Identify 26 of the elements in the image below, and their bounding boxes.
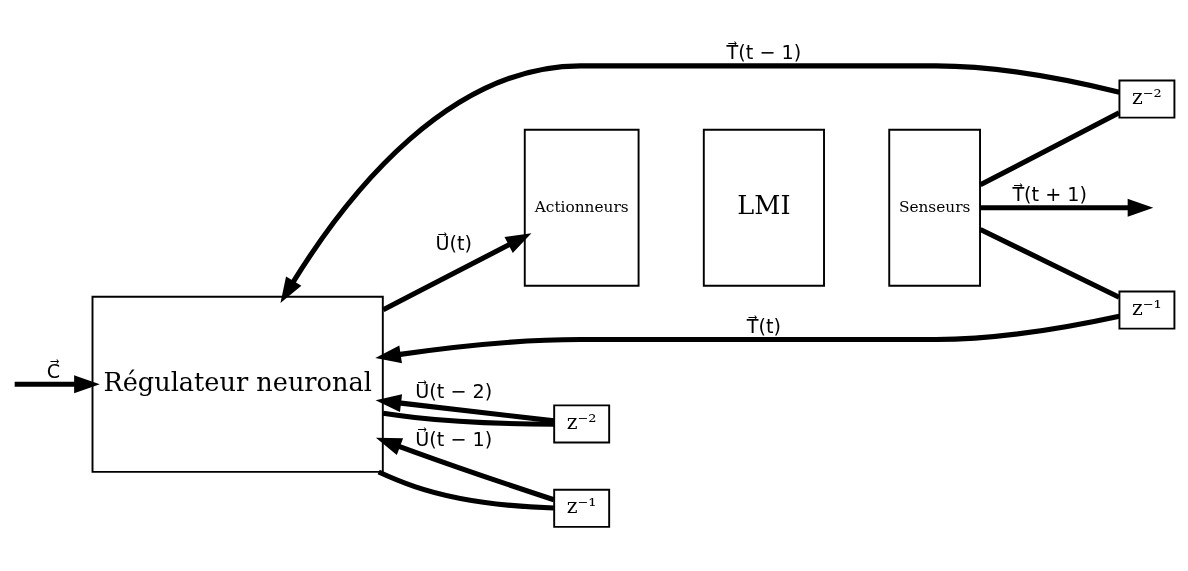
edge-label: T⃗(t + 1) xyxy=(1012,183,1088,207)
connector xyxy=(377,469,554,511)
edge-label: U⃗(t) xyxy=(435,232,473,256)
connector xyxy=(382,410,554,427)
arrow xyxy=(375,437,555,503)
edge-label: U⃗(t − 1) xyxy=(415,427,493,451)
node-box: Actionneurs xyxy=(523,128,640,287)
arrow xyxy=(375,313,1120,364)
node-box: Régulateur neuronal xyxy=(91,295,384,473)
arrow xyxy=(375,394,555,424)
arrow xyxy=(280,63,1120,304)
edge-label: T⃗(t − 1) xyxy=(726,41,802,65)
edge-label: U⃗(t − 2) xyxy=(415,380,493,404)
connector xyxy=(979,110,1121,188)
arrow xyxy=(14,375,100,394)
edge-label: T⃗(t) xyxy=(746,315,781,339)
node-box: z⁻¹ xyxy=(553,488,611,528)
node-box: z⁻² xyxy=(553,404,611,444)
node-box: Senseurs xyxy=(888,128,981,287)
arrow xyxy=(382,233,532,312)
node-box: z⁻² xyxy=(1118,79,1176,119)
connector xyxy=(979,227,1121,300)
arrow xyxy=(980,198,1154,217)
edge-label: C⃗ xyxy=(46,359,61,383)
node-box: LMI xyxy=(702,128,825,287)
node-box: z⁻¹ xyxy=(1118,290,1176,330)
